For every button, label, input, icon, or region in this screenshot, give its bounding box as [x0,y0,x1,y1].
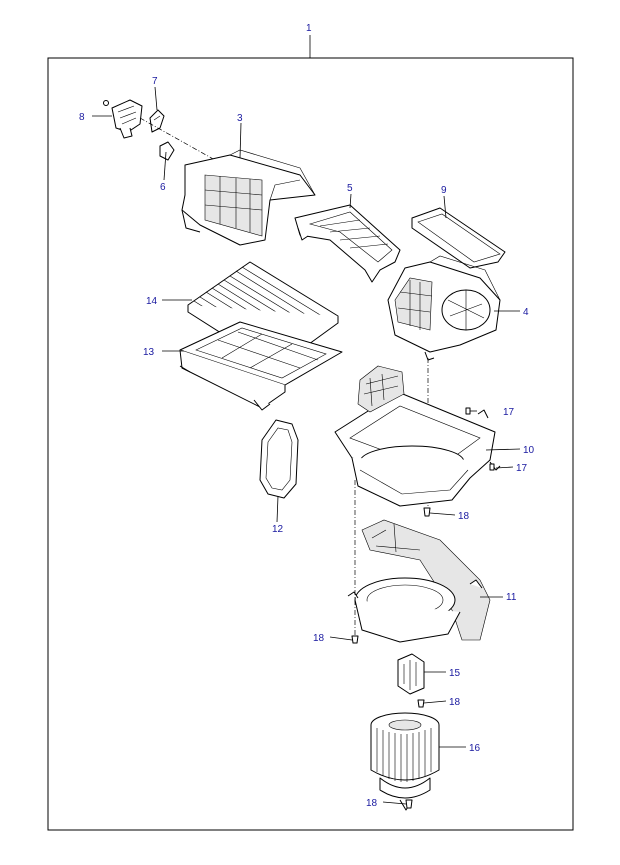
callout-4: 4 [523,307,529,318]
diagram-frame [47,57,574,831]
callout-18a: 18 [458,511,470,522]
callout-5: 5 [347,183,353,194]
part-16-blower-motor [370,712,440,811]
callout-16: 16 [469,743,481,754]
callout-14: 14 [146,296,158,307]
axis-line-actuator [139,117,216,161]
callout-6: 6 [160,182,166,193]
callout-13: 13 [143,347,155,358]
callout-9: 9 [441,185,447,196]
part-7-link [149,109,165,133]
part-13-filter-frame [179,321,343,411]
part-6-clip [159,141,175,161]
callout-18b: 18 [313,633,325,644]
leader-lines [92,86,521,805]
part-3-intake-duct [181,149,316,246]
callout-17a: 17 [503,407,515,418]
part-8-actuator [103,99,143,139]
callout-8: 8 [79,112,85,123]
part-9-cover [411,207,506,269]
callout-17b: 17 [516,463,528,474]
part-15-resistor [397,653,425,695]
callout-3: 3 [237,113,243,124]
part-5-frame [294,204,401,283]
callout-18c: 18 [449,697,461,708]
part-12-seal [259,419,299,499]
callout-18d: 18 [366,798,378,809]
callout-12: 12 [272,524,284,535]
callout-1: 1 [306,23,312,34]
callout-11: 11 [506,592,517,603]
screws-18 [351,407,495,809]
callout-10: 10 [523,445,535,456]
part-11-lower-case [347,519,491,643]
callout-7: 7 [152,76,158,87]
part-10-upper-case [334,365,501,507]
callout-15: 15 [449,668,461,679]
part-4-intake-housing [387,255,501,361]
